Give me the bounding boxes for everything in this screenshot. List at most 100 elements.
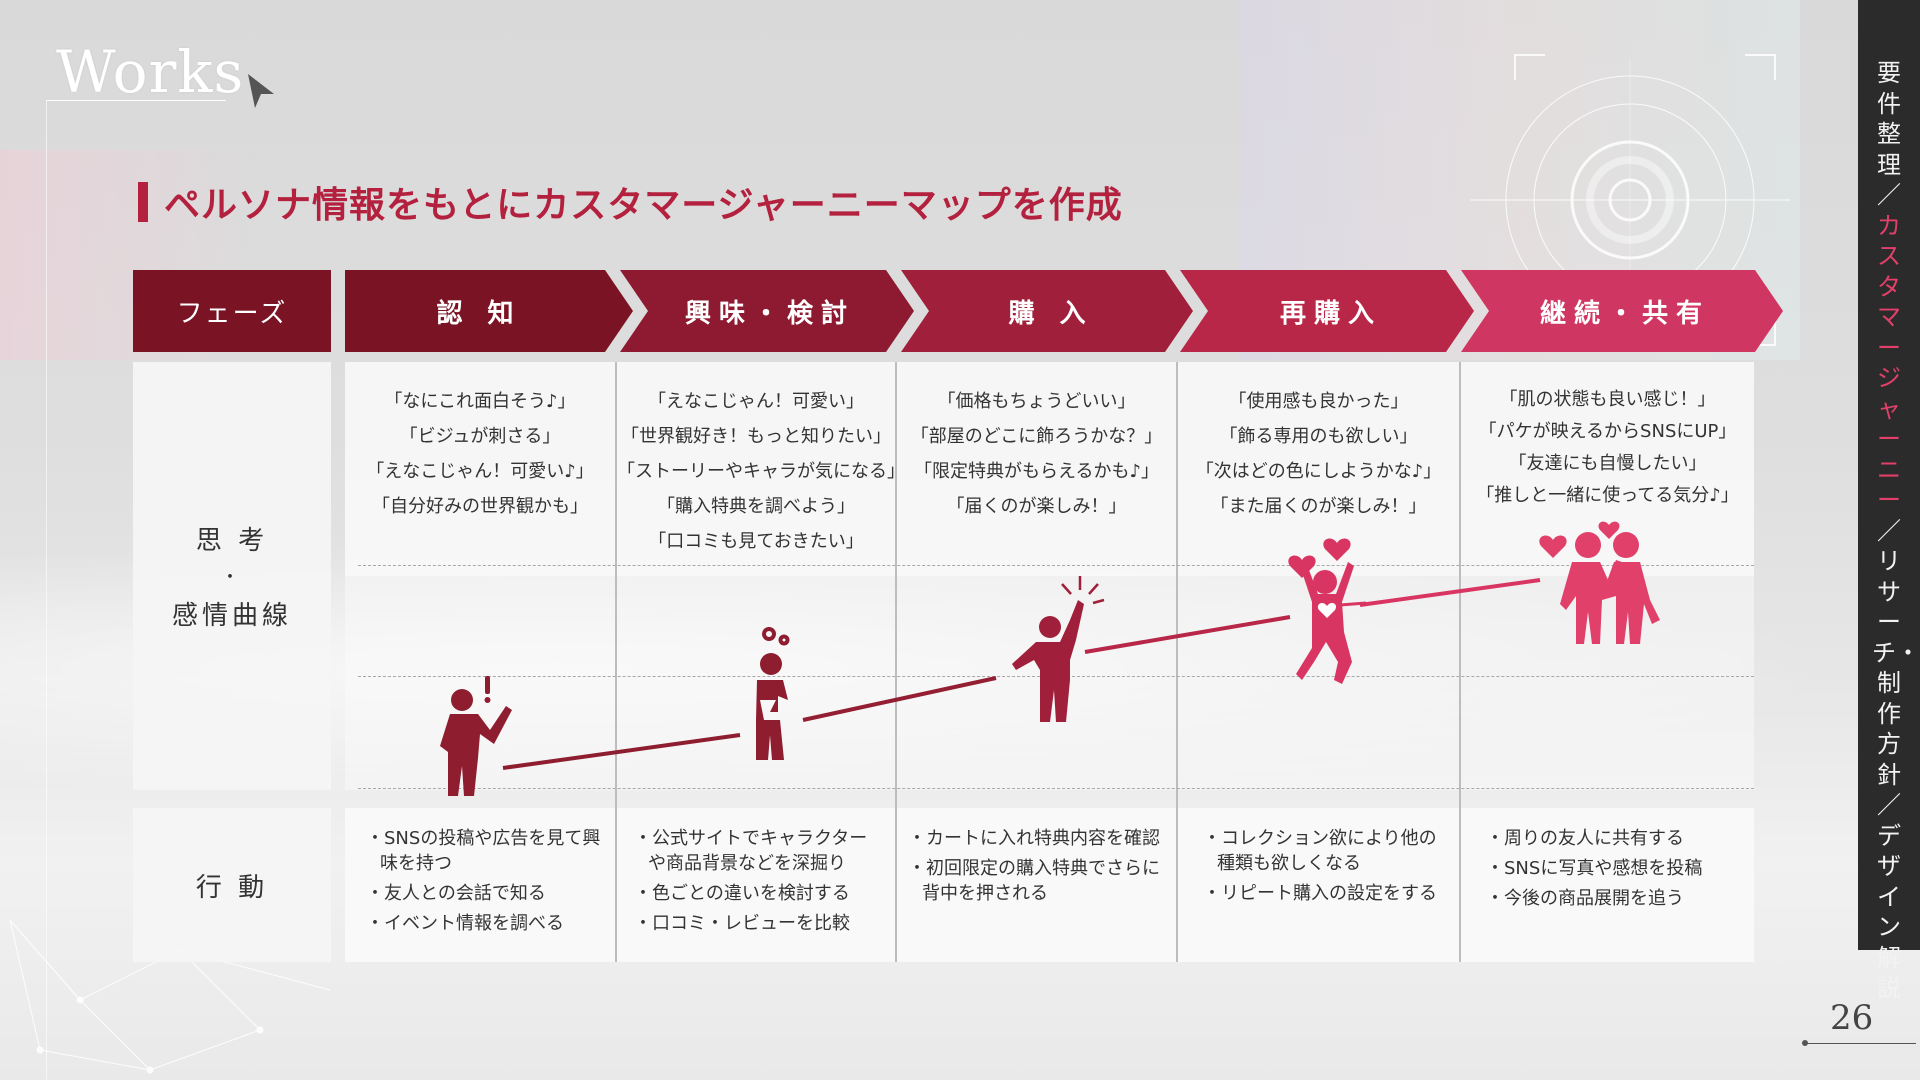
phase-arrow-1 — [345, 270, 633, 352]
section-nav-part3: ／リサーチ・制作方針／デザイン解説 — [1872, 516, 1920, 1003]
thought-item: 「えなこじゃん！可愛い」 — [648, 391, 864, 412]
cursor-arrow-icon — [248, 74, 274, 108]
phase-arrows — [345, 270, 1783, 352]
action-label: 行 動 — [133, 808, 331, 962]
curve-segment — [802, 676, 997, 722]
actions-col-3: ・カートに入れ特典内容を確認 ・初回限定の購入特典でさらに背中を押される — [908, 826, 1170, 911]
title-accent-bar — [138, 182, 148, 222]
logo-underline — [46, 100, 226, 101]
person-icon — [1560, 532, 1622, 644]
thought-item: 「肌の状態も良い感じ！」 — [1499, 389, 1716, 410]
action-item: ・コレクション欲により他の種類も欲しくなる — [1203, 828, 1437, 874]
curve-segment — [1359, 578, 1541, 607]
thoughts-col-5: 「肌の状態も良い感じ！」 「パケが映えるからSNSにUP」 「友達にも自慢したい… — [1461, 384, 1754, 512]
column-divider — [1176, 362, 1178, 962]
section-nav: 要件整理／カスタマージャーニー／リサーチ・制作方針／デザイン解説 — [1872, 58, 1920, 1004]
action-item: ・口コミ・レビューを比較 — [634, 913, 850, 934]
action-label-text: 行 動 — [195, 872, 269, 903]
action-item: ・周りの友人に共有する — [1486, 828, 1684, 849]
person-icon — [1606, 532, 1660, 644]
exclamation-icon — [484, 676, 491, 703]
action-item: ・色ごとの違いを検討する — [634, 883, 850, 904]
phase-arrow-2 — [620, 270, 914, 352]
heart-icon — [1288, 538, 1351, 578]
action-item: ・カートに入れ特典内容を確認 — [908, 828, 1160, 849]
action-item: ・SNSに写真や感想を投稿 — [1486, 858, 1703, 879]
thought-item: 「口コミも見ておきたい」 — [648, 531, 864, 552]
person-icon — [1296, 562, 1354, 684]
page-number-dot — [1802, 1040, 1808, 1046]
phase-5: 継続・共有 — [1539, 298, 1710, 329]
phase-3: 購 入 — [1008, 298, 1094, 329]
action-item: ・リピート購入の設定をする — [1203, 883, 1437, 904]
thoughts-col-4: 「使用感も良かった」 「飾る専用のも欲しい」 「次はどの色にしようかな♪」 「ま… — [1178, 384, 1459, 524]
thought-label: 思 考 ・ 感情曲線 — [133, 362, 331, 790]
action-item: ・イベント情報を調べる — [366, 913, 564, 934]
thought-item: 「ストーリーやキャラが気になる」 — [617, 461, 905, 482]
curve-segment — [1084, 615, 1291, 654]
emotion-grid-line-bottom — [358, 788, 1754, 789]
actions-col-2: ・公式サイトでキャラクターや商品背景などを深掘り ・色ごとの違いを検討する ・口… — [634, 826, 880, 941]
person-icon — [440, 689, 512, 796]
thought-item: 「ビジュが刺さる」 — [399, 426, 561, 447]
thought-item: 「購入特典を調べよう」 — [657, 496, 855, 517]
thoughts-col-1: 「なにこれ面白そう♪」 「ビジュが刺さる」 「えなこじゃん！可愛い♪」 「自分好… — [345, 384, 615, 524]
phase-2: 興味・検討 — [684, 298, 855, 329]
page-number: 26 — [1830, 998, 1874, 1038]
action-panel — [345, 808, 1754, 962]
thought-item: 「世界観好き！もっと知りたい」 — [621, 426, 891, 447]
thought-item: 「自分好みの世界観かも」 — [372, 496, 588, 517]
thought-item: 「パケが映えるからSNSにUP」 — [1478, 421, 1737, 442]
phase-arrow-3 — [901, 270, 1193, 352]
thought-item: 「飾る専用のも欲しい」 — [1219, 426, 1418, 447]
emotion-curve — [440, 521, 1660, 796]
frame-line — [46, 100, 47, 1080]
thought-item: 「なにこれ面白そう♪」 — [384, 391, 576, 412]
phase-arrow-5 — [1461, 270, 1783, 352]
emotion-grid-line-top — [358, 565, 1754, 566]
section-nav-part1: 要件整理／ — [1877, 59, 1901, 209]
heart-icon — [1539, 521, 1620, 558]
thought-item: 「使用感も良かった」 — [1228, 391, 1409, 412]
thought-item: 「えなこじゃん！可愛い♪」 — [366, 461, 594, 482]
thought-item: 「部屋のどこに飾ろうかな？」 — [910, 426, 1163, 447]
page-title: ペルソナ情報をもとにカスタマージャーニーマップを作成 — [164, 185, 1123, 226]
phase-1: 認 知 — [436, 298, 522, 329]
thought-label-line1: 思 考 — [195, 526, 269, 556]
network-decoration — [9, 919, 331, 1074]
thoughts-col-2: 「えなこじゃん！可愛い」 「世界観好き！もっと知りたい」 「ストーリーやキャラが… — [617, 384, 905, 559]
heart-icon — [1317, 603, 1337, 618]
thought-item: 「推しと一緒に使ってる気分♪」 — [1476, 485, 1739, 506]
column-divider — [895, 362, 897, 962]
page-number-line — [1806, 1043, 1916, 1044]
section-nav-current: カスタマージャーニー — [1877, 211, 1901, 515]
column-divider — [1459, 362, 1461, 962]
column-divider — [615, 362, 617, 962]
gears-icon — [762, 627, 790, 646]
phase-label: フェーズ — [133, 270, 331, 352]
works-logo: Works — [56, 38, 245, 106]
sparkle-icon — [1061, 576, 1105, 605]
thought-panel — [345, 362, 1754, 576]
arrow-through-heart — [1339, 601, 1367, 607]
phase-4: 再購入 — [1279, 298, 1382, 329]
curve-segment — [502, 733, 741, 770]
person-icon — [756, 653, 788, 760]
action-item: ・初回限定の購入特典でさらに背中を押される — [908, 858, 1160, 904]
thoughts-col-3: 「価格もちょうどいい」 「部屋のどこに飾ろうかな？」 「限定特典がもらえるかも♪… — [897, 384, 1176, 524]
thought-label-dot: ・ — [221, 567, 243, 588]
thought-item: 「届くのが楽しみ！」 — [946, 496, 1127, 517]
thought-item: 「価格もちょうどいい」 — [937, 391, 1136, 412]
thought-item: 「友達にも自慢したい」 — [1508, 453, 1707, 474]
section-sidebar — [1858, 0, 1920, 950]
thought-item: 「また届くのが楽しみ！」 — [1210, 496, 1427, 517]
thought-label-line2: 感情曲線 — [171, 601, 292, 631]
actions-col-4: ・コレクション欲により他の種類も欲しくなる ・リピート購入の設定をする — [1203, 826, 1443, 911]
action-item: ・SNSの投稿や広告を見て興味を持つ — [366, 828, 601, 874]
thought-item: 「限定特典がもらえるかも♪」 — [914, 461, 1159, 482]
action-item: ・今後の商品展開を追う — [1486, 888, 1684, 909]
action-item: ・公式サイトでキャラクターや商品背景などを深掘り — [634, 828, 868, 874]
actions-col-1: ・SNSの投稿や広告を見て興味を持つ ・友人との会話で知る ・イベント情報を調べ… — [366, 826, 611, 941]
phase-arrow-4 — [1180, 270, 1474, 352]
thought-item: 「次はどの色にしようかな♪」 — [1195, 461, 1442, 482]
